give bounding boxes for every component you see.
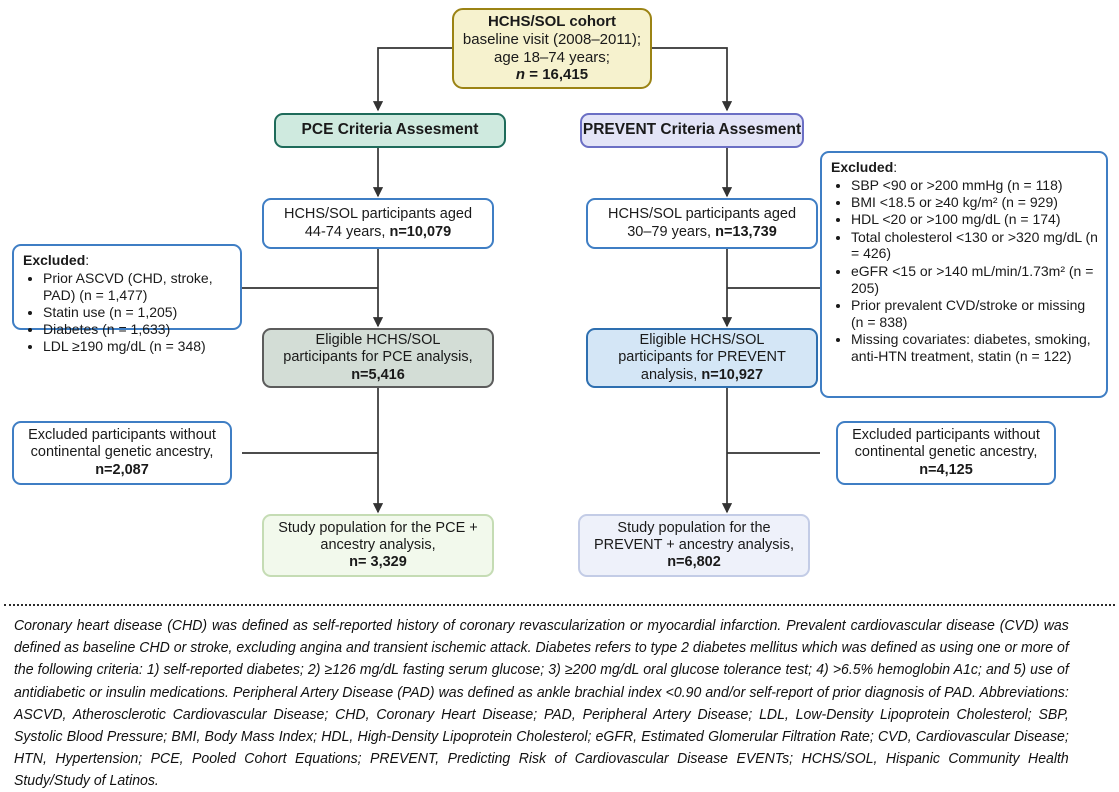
node-pce-excluded: Excluded: Prior ASCVD (CHD, stroke, PAD)… [12, 244, 242, 354]
pce-excluded-list: Prior ASCVD (CHD, stroke, PAD) (n = 1,47… [23, 270, 232, 356]
prevent-ancestry-excluded-line1: Excluded participants without [852, 427, 1040, 444]
pce-eligible-line2: participants for PCE analysis, [283, 349, 473, 366]
pce-eligible-line1: Eligible HCHS/SOL [315, 332, 441, 349]
cohort-n-value: = 16,415 [525, 66, 589, 84]
list-item: Prior prevalent CVD/stroke or missing (n… [851, 297, 1098, 331]
prevent-participants-line1: HCHS/SOL participants aged [607, 206, 797, 223]
prevent-excluded-title-word: Excluded [831, 159, 894, 175]
node-prevent-ancestry-excluded: Excluded participants without continenta… [836, 421, 1056, 485]
pce-criteria-label: PCE Criteria Assesment [301, 121, 479, 139]
list-item: HDL <20 or >100 mg/dL (n = 174) [851, 211, 1098, 228]
prevent-eligible-n: n=10,927 [701, 366, 764, 383]
node-prevent-participants: HCHS/SOL participants aged 30–79 years, … [586, 198, 818, 249]
prevent-ancestry-excluded-n: n=4,125 [919, 461, 973, 478]
pce-eligible-n: n=5,416 [351, 366, 405, 383]
footnote-text: Coronary heart disease (CHD) was defined… [14, 618, 1069, 790]
pce-excluded-title-colon: : [85, 252, 90, 268]
pce-participants-n: n=10,079 [389, 223, 452, 240]
prevent-study-population-line1: Study population for the [617, 519, 771, 536]
node-pce-criteria-assessment: PCE Criteria Assesment [274, 113, 506, 148]
footnote-divider [4, 604, 1115, 606]
prevent-excluded-list: SBP <90 or >200 mmHg (n = 118) BMI <18.5… [831, 177, 1098, 365]
cohort-n: n = 16,415 [516, 66, 588, 84]
node-pce-participants: HCHS/SOL participants aged 44-74 years, … [262, 198, 494, 249]
pce-participants-age: 44-74 years, [304, 223, 390, 240]
list-item: Prior ASCVD (CHD, stroke, PAD) (n = 1,47… [43, 270, 232, 304]
node-hchs-sol-cohort: HCHS/SOL cohort baseline visit (2008–201… [452, 8, 652, 89]
pce-excluded-title: Excluded: [23, 252, 89, 269]
cohort-n-symbol: n [515, 66, 526, 84]
list-item: Total cholesterol <130 or >320 mg/dL (n … [851, 229, 1098, 263]
pce-excluded-title-word: Excluded [23, 252, 86, 268]
node-pce-study-population: Study population for the PCE + ancestry … [262, 514, 494, 577]
prevent-participants-line2: 30–79 years, n=13,739 [627, 224, 777, 241]
node-prevent-criteria-assessment: PREVENT Criteria Assesment [580, 113, 804, 148]
pce-ancestry-excluded-line2: continental genetic ancestry, [30, 444, 214, 461]
prevent-participants-n: n=13,739 [715, 223, 777, 240]
cohort-age-range: age 18–74 years; [494, 48, 610, 66]
node-prevent-excluded: Excluded: SBP <90 or >200 mmHg (n = 118)… [820, 151, 1108, 398]
node-prevent-study-population: Study population for the PREVENT + ances… [578, 514, 810, 577]
prevent-excluded-title: Excluded: [831, 159, 897, 176]
prevent-study-population-line2: PREVENT + ancestry analysis, [594, 536, 794, 553]
list-item: Statin use (n = 1,205) [43, 304, 232, 321]
list-item: Missing covariates: diabetes, smoking, a… [851, 331, 1098, 365]
prevent-study-population-n: n=6,802 [667, 554, 721, 571]
list-item: SBP <90 or >200 mmHg (n = 118) [851, 177, 1098, 194]
prevent-eligible-line1: Eligible HCHS/SOL [639, 332, 765, 349]
node-prevent-eligible: Eligible HCHS/SOL participants for PREVE… [586, 328, 818, 388]
prevent-eligible-analysis: analysis, [640, 366, 702, 383]
prevent-excluded-title-colon: : [893, 159, 898, 175]
pce-participants-line2: 44-74 years, n=10,079 [305, 224, 451, 241]
prevent-criteria-label: PREVENT Criteria Assesment [582, 121, 802, 139]
list-item: eGFR <15 or >140 mL/min/1.73m² (n = 205) [851, 263, 1098, 297]
pce-study-population-line1: Study population for the PCE + [278, 519, 478, 536]
prevent-eligible-line3: analysis, n=10,927 [641, 367, 763, 384]
pce-participants-line1: HCHS/SOL participants aged [283, 206, 473, 223]
pce-study-population-line2: ancestry analysis, [320, 536, 436, 553]
cohort-baseline-visit: baseline visit (2008–2011); [462, 30, 642, 48]
node-pce-eligible: Eligible HCHS/SOL participants for PCE a… [262, 328, 494, 388]
prevent-ancestry-excluded-line2: continental genetic ancestry, [854, 444, 1038, 461]
cohort-title: HCHS/SOL cohort [487, 13, 617, 31]
list-item: Diabetes (n = 1,633) [43, 321, 232, 338]
pce-study-population-n: n= 3,329 [349, 554, 407, 571]
prevent-participants-age: 30–79 years, [627, 223, 716, 240]
list-item: BMI <18.5 or ≥40 kg/m² (n = 929) [851, 194, 1098, 211]
pce-ancestry-excluded-line1: Excluded participants without [28, 427, 216, 444]
node-pce-ancestry-excluded: Excluded participants without continenta… [12, 421, 232, 485]
pce-ancestry-excluded-n: n=2,087 [95, 461, 149, 478]
prevent-eligible-line2: participants for PREVENT [618, 349, 786, 366]
list-item: LDL ≥190 mg/dL (n = 348) [43, 338, 232, 355]
